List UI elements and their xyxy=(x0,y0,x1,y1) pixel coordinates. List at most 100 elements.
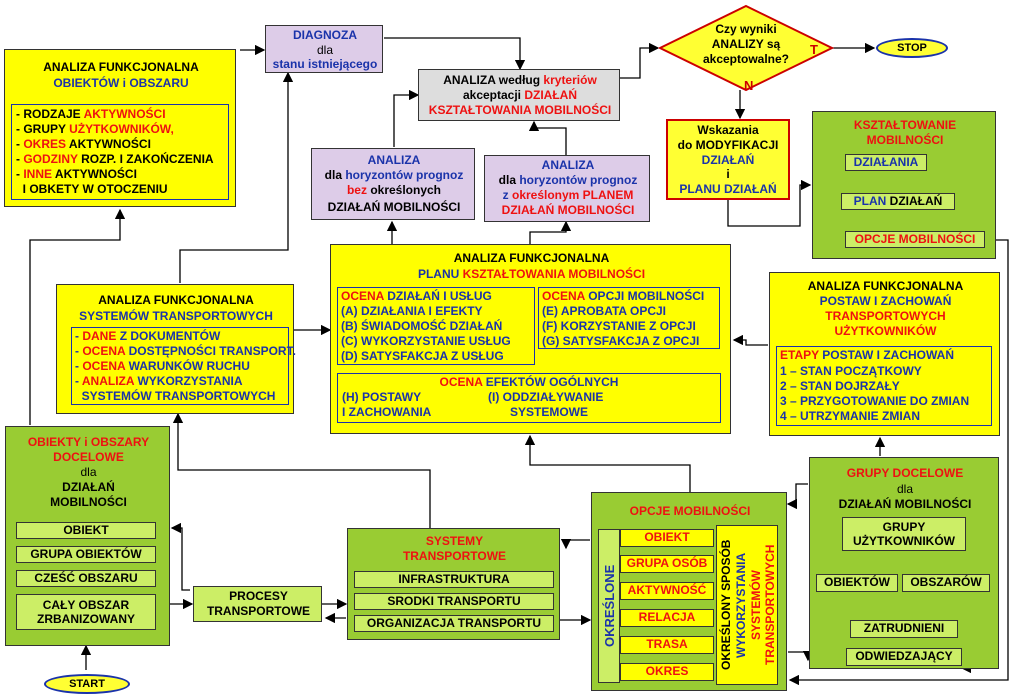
analiza-bez-line1: ANALIZA xyxy=(367,153,421,167)
ocena-dzialan-title: OCENA DZIAŁAŃ I USŁUG xyxy=(341,289,492,303)
grupy-obszarow: OBSZARÓW xyxy=(902,574,990,592)
ocena-efektow-group: OCENA EFEKTÓW OGÓLNYCH (H) POSTAWY I ZAC… xyxy=(337,373,721,423)
ocena-opcji-title: OCENA OPCJI MOBILNOŚCI xyxy=(542,289,705,303)
systemy-line1: SYSTEMY xyxy=(425,534,484,548)
analiza-kryteriow-line1: ANALIZA według kryteriów xyxy=(443,73,597,87)
okreslone-label: OKREŚLONE xyxy=(602,564,617,648)
list-item: (G) SATYSFAKCJA Z OPCJI xyxy=(542,334,700,348)
obiekty-line4: DZIAŁAŃ xyxy=(62,480,115,494)
grupy-odwiedzajacy: ODWIEDZAJĄCY xyxy=(846,648,962,666)
analiza-obiektow-title2: OBIEKTÓW i OBSZARU xyxy=(53,76,189,90)
list-item: I ZACHOWANIA xyxy=(342,405,432,419)
list-item: - OKRES AKTYWNOŚCI xyxy=(16,137,151,151)
analiza-kryteriow-line3: KSZTAŁTOWANIA MOBILNOŚCI xyxy=(428,103,612,117)
decision-line3: akceptowalne? xyxy=(702,52,790,66)
obiekty-line1: OBIEKTY i OBSZARY xyxy=(27,435,150,449)
ksztaltowanie-box: KSZTAŁTOWANIE MOBILNOŚCI DZIAŁANIA PLAN … xyxy=(812,111,996,259)
list-item: SYSTEMÓW TRANSPORTOWYCH xyxy=(75,389,276,403)
sposob-line2: WYKORZYSTANIA xyxy=(734,552,748,658)
list-item: - GRUPY UŻYTKOWNIKÓW, xyxy=(16,122,174,136)
list-item: - DANE Z DOKUMENTÓW xyxy=(75,329,221,343)
ocena-opcji-group: OCENA OPCJI MOBILNOŚCI (E) APROBATA OPCJ… xyxy=(538,287,720,349)
analiza-postaw-title4: UŻYTKOWNIKÓW xyxy=(834,324,937,338)
grupy-zatrudnieni: ZATRUDNIENI xyxy=(850,620,958,638)
grupy-uzytkownikow: GRUPY UŻYTKOWNIKÓW xyxy=(842,517,966,551)
okreslony-sposob-bar: OKREŚLONY SPOSÓB WYKORZYSTANIA SYSTEMÓW … xyxy=(716,525,778,685)
analiza-bez-box: ANALIZA dla horyzontów prognoz bez okreś… xyxy=(311,148,475,220)
procesy-box: PROCESY TRANSPORTOWE xyxy=(193,586,322,622)
analiza-z-box: ANALIZA dla horyzontów prognoz z określo… xyxy=(484,155,650,222)
list-item: - INNE AKTYWNOŚCI xyxy=(16,167,137,181)
decision-diamond xyxy=(658,4,834,92)
list-item: 4 – UTRZYMANIE ZMIAN xyxy=(780,409,921,423)
obiekty-line3: dla xyxy=(80,465,97,479)
wskazania-line1: Wskazania xyxy=(697,123,759,137)
list-item: (A) DZIAŁANIA I EFEKTY xyxy=(341,304,483,318)
analiza-systemow-list: - DANE Z DOKUMENTÓW - OCENA DOSTĘPNOŚCI … xyxy=(71,327,296,405)
analiza-z-line4: DZIAŁAŃ MOBILNOŚCI xyxy=(501,203,635,217)
obiekty-line5: MOBILNOŚCI xyxy=(50,495,127,509)
analiza-postaw-title2: POSTAW I ZACHOWAŃ xyxy=(819,294,952,308)
obiekty-line2: DOCELOWE xyxy=(53,450,124,464)
grupy-line1: GRUPY DOCELOWE xyxy=(846,466,964,480)
diagnoza-box: DIAGNOZA dla stanu istniejącego xyxy=(265,25,383,73)
obiekty-box: OBIEKTY i OBSZARY DOCELOWE dla DZIAŁAŃ M… xyxy=(5,426,170,646)
opcje-item: OKRES xyxy=(620,663,714,681)
obiekty-item-last: CAŁY OBSZAR ZRBANIZOWANY xyxy=(16,594,156,630)
obiekty-item: OBIEKT xyxy=(16,522,156,539)
analiza-kryteriow-box: ANALIZA według kryteriów akceptacji DZIA… xyxy=(418,69,620,121)
analiza-z-line1: ANALIZA xyxy=(541,158,595,172)
list-item: (F) KORZYSTANIE Z OPCJI xyxy=(542,319,696,333)
decision-line2: ANALIZY są xyxy=(711,37,781,51)
opcje-item: RELACJA xyxy=(620,609,714,627)
systemy-item: SRODKI TRANSPORTU xyxy=(354,593,554,610)
ksztaltowanie-title2: MOBILNOŚCI xyxy=(866,133,944,147)
procesy-line2: TRANSPORTOWE xyxy=(206,604,311,618)
analiza-bez-line2: dla horyzontów prognoz xyxy=(324,168,464,182)
list-item: (E) APROBATA OPCJI xyxy=(542,304,667,318)
obiekty-item: CZEŚĆ OBSZARU xyxy=(16,570,156,587)
analiza-kryteriow-line2: akceptacji DZIAŁAŃ xyxy=(462,88,578,102)
ocena-dzialan-group: OCENA DZIAŁAŃ I USŁUG (A) DZIAŁANIA I EF… xyxy=(337,287,535,365)
ksztaltowanie-opcje: OPCJE MOBILNOŚCI xyxy=(845,231,985,248)
grupy-line3: DZIAŁAŃ MOBILNOŚCI xyxy=(838,497,972,511)
ocena-efektow-title: OCENA EFEKTÓW OGÓLNYCH xyxy=(439,375,619,389)
systemy-item: ORGANIZACJA TRANSPORTU xyxy=(354,615,554,632)
analiza-z-line3: z określonym PLANEM xyxy=(502,188,634,202)
list-item: (B) ŚWIADOMOŚĆ DZIAŁAŃ xyxy=(341,319,503,333)
ksztaltowanie-title1: KSZTAŁTOWANIE xyxy=(853,118,957,132)
wskazania-line2: do MODYFIKACJI xyxy=(677,138,779,152)
list-item: I OBKETY W OTOCZENIU xyxy=(16,182,168,196)
analiza-postaw-title3: TRANSPORTOWYCH xyxy=(825,309,946,323)
list-item: - ANALIZA WYKORZYSTANIA xyxy=(75,374,243,388)
etapy-list: ETAPY POSTAW I ZACHOWAŃ 1 – STAN POCZĄTK… xyxy=(776,346,992,426)
analiza-planu-title2: PLANU KSZTAŁTOWANIA MOBILNOŚCI xyxy=(417,267,646,281)
okreslone-bar: OKREŚLONE xyxy=(598,529,620,683)
diagnoza-title: DIAGNOZA xyxy=(293,28,357,42)
decision-yes-label: T xyxy=(810,42,818,57)
sposob-line4: TRANSPORTOWYCH xyxy=(763,544,777,666)
list-item: 2 – STAN DOJRZAŁY xyxy=(780,379,900,393)
wskazania-line4: i xyxy=(726,167,730,181)
decision-line1: Czy wyniki xyxy=(715,22,777,36)
analiza-obiektow-title1: ANALIZA FUNKCJONALNA xyxy=(43,60,199,74)
start-terminal: START xyxy=(44,674,130,694)
grupy-line2: dla xyxy=(896,482,913,496)
sposob-line1: OKREŚLONY SPOSÓB xyxy=(719,539,733,671)
procesy-line1: PROCESY xyxy=(229,589,288,603)
systemy-line2: TRANSPORTOWE xyxy=(402,549,507,563)
list-item: 1 – STAN POCZĄTKOWY xyxy=(780,364,922,378)
analiza-planu-title1: ANALIZA FUNKCJONALNA xyxy=(453,251,610,265)
opcje-item: GRUPA OSÓB xyxy=(620,555,714,573)
wskazania-box: Wskazania do MODYFIKACJI DZIAŁAŃ i PLANU… xyxy=(666,119,790,200)
analiza-z-line2: dla horyzontów prognoz xyxy=(498,173,638,187)
ksztaltowanie-plan: PLAN DZIAŁAŃ xyxy=(841,193,955,210)
systemy-box: SYSTEMY TRANSPORTOWE INFRASTRUKTURA SROD… xyxy=(347,528,560,640)
stop-terminal: STOP xyxy=(876,38,948,58)
analiza-obiektow-box: ANALIZA FUNKCJONALNA OBIEKTÓW i OBSZARU … xyxy=(4,49,236,207)
obiekty-item: GRUPA OBIEKTÓW xyxy=(16,546,156,563)
list-item: - RODZAJE AKTYWNOŚCI xyxy=(16,107,166,121)
decision-no-label: N xyxy=(744,78,754,93)
list-item: (C) WYKORZYSTANIE USŁUG xyxy=(341,334,511,348)
analiza-bez-line3: bez określonych xyxy=(346,183,442,197)
